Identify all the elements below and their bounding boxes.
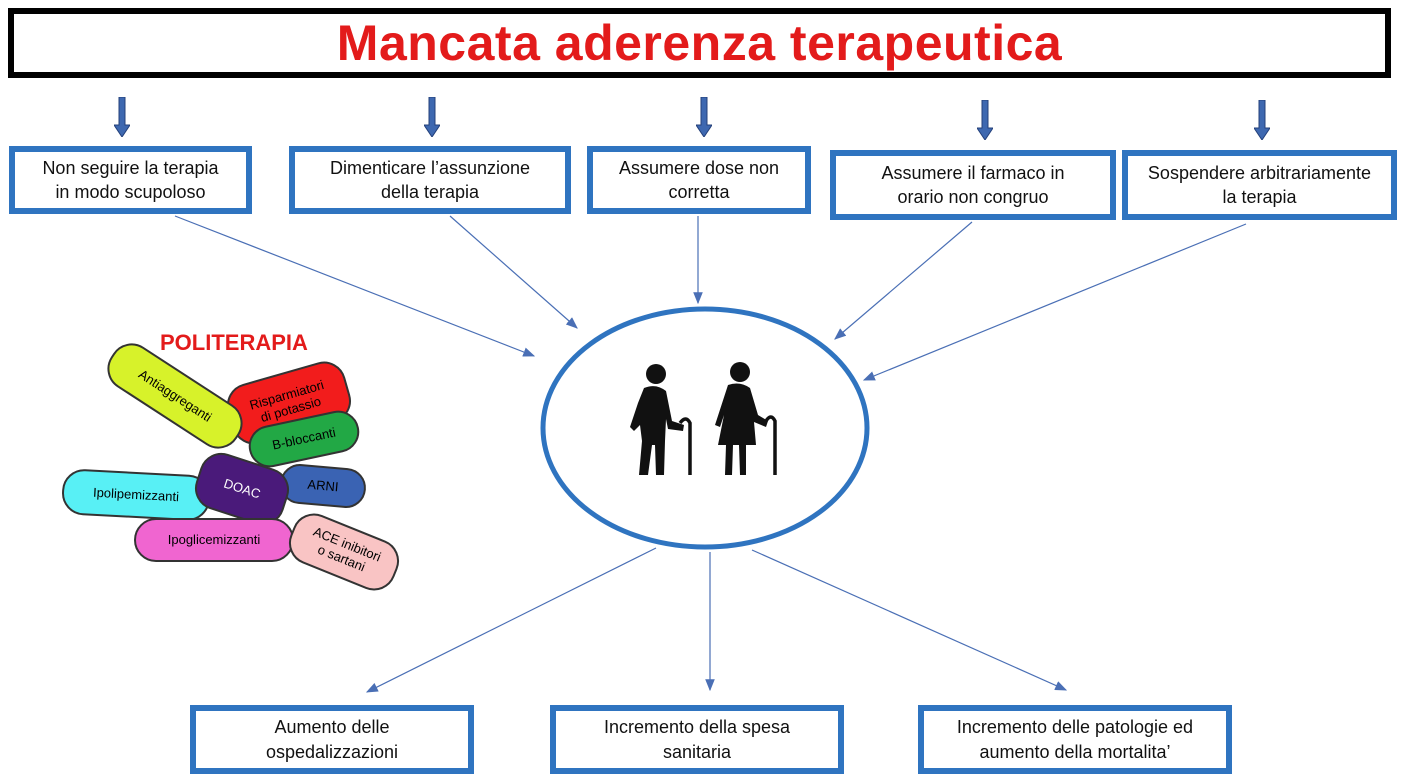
cause-box: Assumere dose non corretta: [587, 146, 811, 214]
pill-ipoglicemizzanti: Ipoglicemizzanti: [134, 518, 294, 562]
cause-label: Assumere il farmaco in orario non congru…: [881, 162, 1065, 207]
cause-box: Assumere il farmaco in orario non congru…: [830, 150, 1116, 220]
pill-label: Ipolipemizzanti: [92, 484, 180, 504]
down-arrow-icon: [696, 97, 712, 137]
diagram-title: Mancata aderenza terapeutica: [336, 15, 1063, 71]
connector-arrow: [449, 215, 578, 329]
cause-label: Sospendere arbitrariamente la terapia: [1147, 162, 1372, 207]
down-arrow-icon: [114, 97, 130, 137]
politerapia-label: POLITERAPIA: [160, 330, 308, 355]
effect-box: Incremento della spesa sanitaria: [550, 705, 844, 774]
pill-label: ARNI: [306, 476, 340, 494]
effect-label: Aumento delle ospedalizzazioni: [265, 717, 399, 762]
elderly-couple-icon: [630, 362, 777, 475]
effect-label: Incremento della spesa sanitaria: [603, 717, 791, 762]
cause-box: Sospendere arbitrariamente la terapia: [1122, 150, 1397, 220]
connector-arrow: [751, 549, 1068, 691]
down-arrow-icon: [424, 97, 440, 137]
down-arrow-icon: [977, 100, 993, 140]
cause-box: Dimenticare l’assunzione della terapia: [289, 146, 571, 214]
connector-arrow: [862, 223, 1247, 381]
connector-arrow: [174, 215, 536, 357]
cause-label: Dimenticare l’assunzione della terapia: [329, 157, 531, 202]
effect-label: Incremento delle patologie ed aumento de…: [956, 717, 1194, 762]
pill-label: DOAC: [222, 475, 263, 502]
title-box: Mancata aderenza terapeutica: [8, 8, 1391, 78]
effect-box: Incremento delle patologie ed aumento de…: [918, 705, 1232, 774]
pill-label: Ipoglicemizzanti: [167, 531, 261, 547]
effect-box: Aumento delle ospedalizzazioni: [190, 705, 474, 774]
pill-label: B-bloccanti: [270, 424, 337, 453]
down-arrow-icon: [1254, 100, 1270, 140]
cause-box: Non seguire la terapia in modo scupoloso: [9, 146, 252, 214]
center-ellipse: [540, 306, 870, 550]
connector-arrow: [834, 221, 973, 340]
pill-arni: ARNI: [278, 462, 368, 510]
cause-label: Assumere dose non corretta: [618, 157, 780, 202]
pill-ipolipemizzanti: Ipolipemizzanti: [60, 468, 212, 522]
cause-label: Non seguire la terapia in modo scupoloso: [42, 157, 219, 202]
connector-arrow: [365, 547, 657, 693]
